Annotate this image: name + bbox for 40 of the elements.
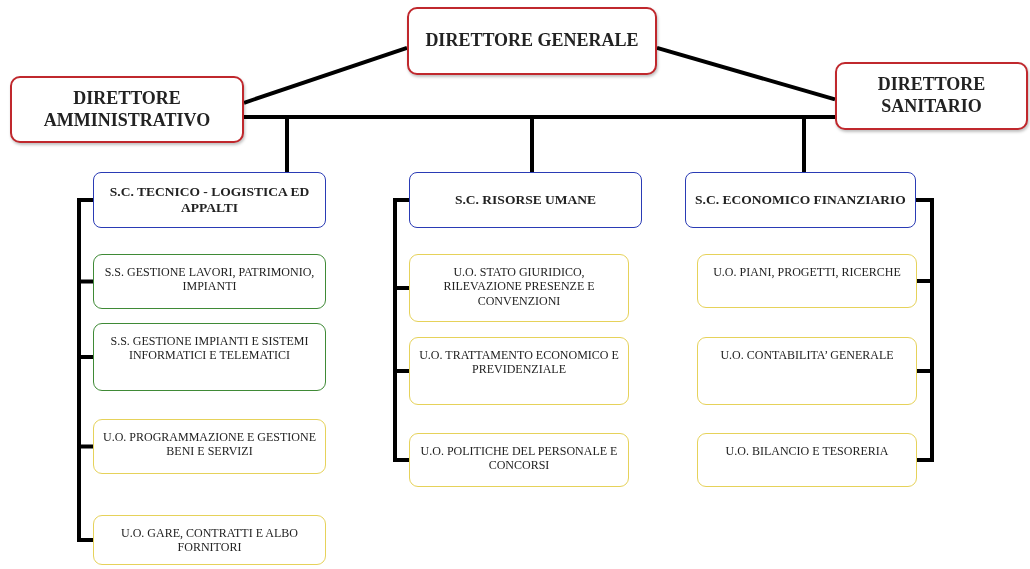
box-label: U.O. PROGRAMMAZIONE E GESTIONE BENI E SERVIZI (102, 430, 317, 459)
unit-box (93, 419, 326, 474)
section-box (93, 323, 326, 391)
connector-line (802, 117, 806, 172)
box-label: U.O. TRATTAMENTO ECONOMICO E PREVIDENZIALE (418, 348, 620, 377)
box-label: U.O. BILANCIO E TESORERIA (725, 444, 889, 459)
unit-box (93, 515, 326, 565)
connector-line (243, 45, 408, 105)
box-label: S.S. GESTIONE IMPIANTI E SISTEMI INFORMATICI E TELEMATICI (109, 334, 310, 363)
box-label: DIRETTORE AMMINISTRATIVO (42, 87, 212, 132)
connector-line (285, 117, 289, 172)
box-label: U.O. PIANI, PROGETTI, RICERCHE (713, 265, 901, 280)
box-label: U.O. STATO GIURIDICO, RILEVAZIONE PRESENZE E CONVENZIONI (442, 265, 596, 309)
unit-box (409, 433, 629, 487)
unit-box (697, 254, 917, 308)
department-box (93, 172, 326, 228)
box-label: DIRETTORE SANITARIO (876, 74, 987, 118)
box-label: U.O. GARE, CONTRATTI E ALBO FORNITORI (120, 526, 299, 555)
connector-line (77, 198, 93, 542)
box-label: S.C. TECNICO - LOGISTICA ED APPALTI (108, 183, 311, 217)
director-box (10, 76, 244, 143)
section-box (93, 254, 326, 309)
box-label: S.S. GESTIONE LAVORI, PATRIMONIO, IMPIANTI (103, 265, 316, 294)
unit-box (697, 433, 917, 487)
box-label: S.C. ECONOMICO FINANZIARIO (695, 191, 906, 209)
department-box (409, 172, 642, 228)
box-label: U.O. POLITICHE DEL PERSONALE E CONCORSI (419, 444, 619, 473)
connector-line (656, 45, 836, 102)
unit-box (409, 337, 629, 405)
director-box (407, 7, 657, 75)
unit-box (409, 254, 629, 322)
connector-line (244, 115, 835, 119)
connector-line (530, 117, 534, 172)
box-label: U.O. CONTABILITA’ GENERALE (720, 348, 894, 363)
department-box (685, 172, 916, 228)
box-label: DIRETTORE GENERALE (425, 30, 639, 52)
connector-line (916, 198, 934, 462)
director-box (835, 62, 1028, 130)
unit-box (697, 337, 917, 405)
box-label: S.C. RISORSE UMANE (455, 191, 596, 209)
